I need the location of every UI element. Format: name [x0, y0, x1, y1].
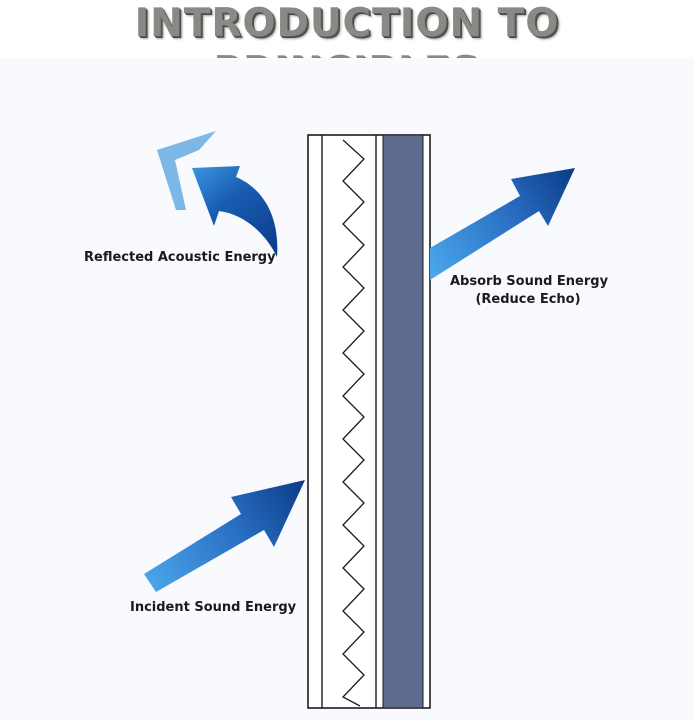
foam-zigzag	[341, 139, 365, 707]
acoustic-panel	[307, 134, 431, 709]
absorb-label: Absorb Sound Energy (Reduce Echo)	[450, 274, 609, 307]
absorber-core	[382, 134, 424, 709]
reflected-label: Reflected Acoustic Energy	[84, 250, 276, 265]
absorb-label-line1: Absorb Sound Energy	[450, 274, 609, 289]
incident-label: Incident Sound Energy	[130, 600, 297, 615]
reflected-arrow-icon	[157, 131, 278, 257]
incident-arrow-icon	[144, 480, 305, 592]
reflected-curved-arrow	[192, 166, 278, 257]
reflected-ghost-chevron	[157, 131, 216, 210]
header-band: INTRODUCTION TO PRINCIPLES	[0, 0, 694, 94]
absorb-arrow-icon	[430, 168, 575, 280]
absorb-label-line2: (Reduce Echo)	[475, 292, 581, 307]
